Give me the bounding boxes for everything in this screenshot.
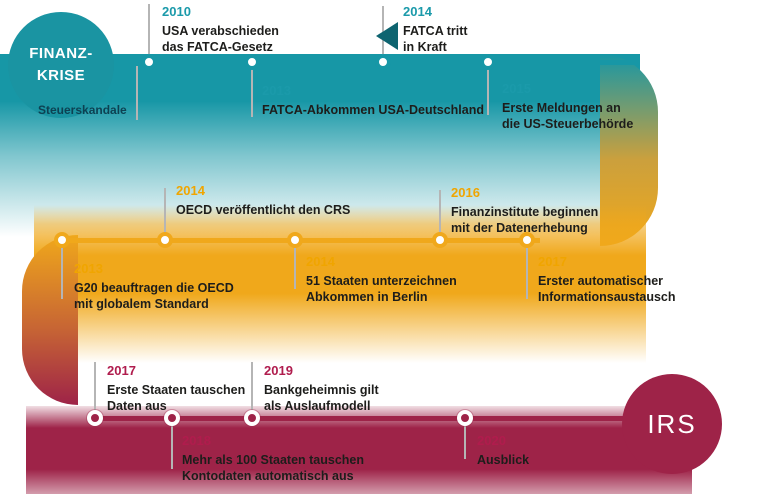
event-text: FATCA tritt <box>403 23 468 38</box>
leader-line <box>148 4 150 55</box>
leader-line <box>464 425 466 459</box>
event-label: 2016 Finanzinstitute beginnen mit der Da… <box>451 185 666 236</box>
event-text: die US-Steuerbehörde <box>502 117 634 132</box>
event-year: 2016 <box>451 185 480 200</box>
event-year: 2014 <box>176 183 205 198</box>
event-text: Erste Staaten tauschen <box>107 382 246 397</box>
event-label: 2015 Erste Meldungen an die US-Steuerbeh… <box>502 81 717 132</box>
event-year: 2018 <box>182 433 211 448</box>
timeline-node <box>54 232 70 248</box>
event-text: mit globalem Standard <box>74 297 209 312</box>
event-label: 2013 G20 beauftragen die OECD mit global… <box>74 261 289 312</box>
leader-line <box>382 6 384 55</box>
event-text: G20 beauftragen die OECD <box>74 280 234 295</box>
leader-line <box>61 247 63 299</box>
event-year: 2013 <box>262 83 291 98</box>
event-text: Abkommen in Berlin <box>306 290 428 305</box>
event-label: 2019 Bankgeheimnis gilt als Auslaufmodel… <box>264 363 479 414</box>
event-label: 2020 Ausblick <box>477 433 597 468</box>
event-text: das FATCA-Gesetz <box>162 40 273 55</box>
event-text: Mehr als 100 Staaten tauschen <box>182 452 365 467</box>
event-label: 2017 Erste Staaten tauschen Daten aus <box>107 363 322 414</box>
event-year: 2017 <box>107 363 136 378</box>
event-year: 2019 <box>264 363 293 378</box>
event-label: 2014 51 Staaten unterzeichnen Abkommen i… <box>306 254 521 305</box>
event-year: 2020 <box>477 433 506 448</box>
timeline-node <box>375 54 391 70</box>
event-year: 2013 <box>74 261 103 276</box>
leader-line <box>94 362 96 412</box>
event-text: in Kraft <box>403 40 447 55</box>
timeline-node <box>164 410 180 426</box>
event-text: OECD veröffentlicht den CRS <box>176 202 351 217</box>
event-text: Kontodaten automatisch aus <box>182 469 354 484</box>
leader-line <box>171 425 173 469</box>
event-label: 2014 OECD veröffentlicht den CRS <box>176 183 391 218</box>
leader-line <box>136 66 138 120</box>
timeline-node <box>157 232 173 248</box>
event-text: FATCA-Abkommen USA-Deutschland <box>262 102 485 117</box>
event-year: 2017 <box>538 254 567 269</box>
left-connector-curve <box>22 235 78 405</box>
event-text: Informationsaustausch <box>538 290 676 305</box>
leader-line <box>164 188 166 234</box>
leader-line <box>526 247 528 299</box>
event-label: 2010 USA verabschieden das FATCA-Gesetz <box>162 4 377 55</box>
event-year: 2010 <box>162 4 191 19</box>
irs-label: IRS <box>647 408 697 439</box>
leader-line <box>439 190 441 234</box>
crisis-note: Steuerskandale <box>38 103 127 117</box>
timeline-node <box>519 232 535 248</box>
timeline-node <box>457 410 473 426</box>
event-year: 2014 <box>306 254 335 269</box>
timeline-node <box>141 54 157 70</box>
ribbon-arrow-icon <box>376 22 398 50</box>
timeline-node <box>287 232 303 248</box>
timeline-node <box>244 410 260 426</box>
maroon-timeline-line <box>88 416 628 421</box>
leader-line <box>294 247 296 289</box>
event-year: 2015 <box>502 81 531 96</box>
leader-line <box>251 362 253 412</box>
timeline-node <box>244 54 260 70</box>
event-label: 2014 FATCA tritt in Kraft <box>403 4 618 55</box>
leader-line <box>487 69 489 115</box>
event-text: Daten aus <box>107 399 167 414</box>
event-text: mit der Datenerhebung <box>451 221 588 236</box>
irs-circle: IRS <box>622 374 722 474</box>
event-year: 2014 <box>403 4 432 19</box>
timeline-node <box>432 232 448 248</box>
event-text: Erster automatischer <box>538 273 664 288</box>
event-text: USA verabschieden <box>162 23 279 38</box>
event-text: Ausblick <box>477 452 530 467</box>
event-text: Bankgeheimnis gilt <box>264 382 379 397</box>
event-label: 2013 FATCA-Abkommen USA-Deutschland <box>262 83 492 118</box>
event-text: als Auslaufmodell <box>264 399 371 414</box>
leader-line <box>251 69 253 117</box>
finanzkrise-label: FINANZ- KRISE <box>29 45 93 84</box>
event-text: Erste Meldungen an <box>502 100 621 115</box>
finanzkrise-circle: FINANZ- KRISE <box>8 12 114 118</box>
timeline-node <box>480 54 496 70</box>
event-label: 2018 Mehr als 100 Staaten tauschen Konto… <box>182 433 422 484</box>
event-text: Finanzinstitute beginnen <box>451 204 599 219</box>
event-label: 2017 Erster automatischer Informationsau… <box>538 254 698 305</box>
timeline-node <box>87 410 103 426</box>
teal-timeline-line <box>149 60 638 65</box>
amber-band <box>34 205 646 363</box>
event-text: 51 Staaten unterzeichnen <box>306 273 457 288</box>
